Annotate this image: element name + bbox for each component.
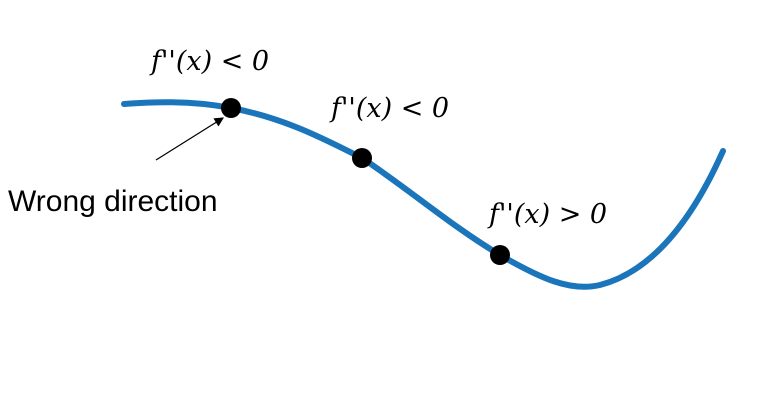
point-1-dot (221, 98, 241, 118)
point-2-label: f''(x) < 0 (329, 93, 449, 124)
wrong-direction-label: Wrong direction (8, 185, 218, 218)
annotation-arrow (155, 117, 225, 161)
point-2-dot (352, 148, 372, 168)
point-3-dot (490, 245, 510, 265)
point-3-label: f''(x) > 0 (487, 199, 607, 230)
point-1-label: f''(x) < 0 (149, 46, 269, 77)
